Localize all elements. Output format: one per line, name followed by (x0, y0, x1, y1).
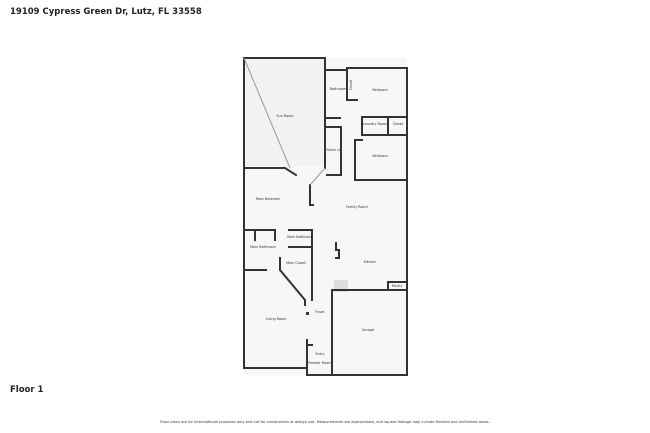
room-label-bedroom-2: Bedroom (372, 154, 388, 158)
room-label-main-bathroom-small: Main Bathroom (287, 235, 314, 239)
room-label-kitchen: Kitchen (364, 260, 377, 264)
room-label-living-room: Living Room (266, 317, 288, 321)
room-label-foyer: Foyer (315, 310, 325, 314)
sun-room-area (244, 58, 325, 166)
room-label-bedroom: Bedroom (372, 88, 388, 92)
floor-label: Floor 1 (10, 385, 44, 395)
wall-details (243, 57, 326, 315)
room-label-bathroom: Bathroom (330, 87, 347, 91)
room-label-pantry: Pantry (392, 284, 403, 288)
room-label-main-bathroom: Main Bathroom (250, 245, 277, 249)
room-label-closet: Closet (349, 79, 353, 90)
room-label-main-closet: Main Closet (286, 261, 306, 265)
room-label-main-bedroom: Main Bedroom (256, 197, 281, 201)
room-labels: Sun Room Bathroom Closet Bedroom Laundry… (250, 79, 404, 365)
room-label-sun-room: Sun Room (276, 114, 294, 118)
property-address: 19109 Cypress Green Dr, Lutz, FL 33558 (10, 7, 202, 17)
room-label-powder-room: Powder Room (308, 361, 332, 365)
disclaimer: Floor plans are for informational purpos… (160, 420, 490, 424)
room-label-stairs-up: Stairs Up (326, 148, 341, 152)
room-label-closet-2: Closet (393, 122, 404, 126)
room-label-family-room: Family Room (346, 205, 368, 209)
walls (243, 57, 408, 376)
room-label-entry: Entry (315, 352, 324, 356)
room-label-garage: Garage (362, 328, 374, 332)
room-label-laundry-room: Laundry Room (363, 122, 388, 126)
